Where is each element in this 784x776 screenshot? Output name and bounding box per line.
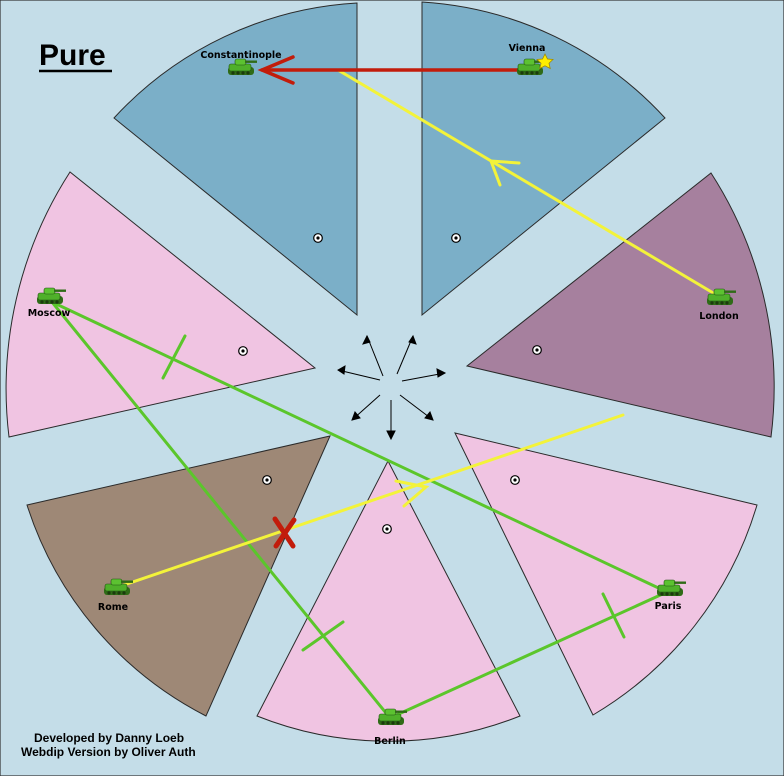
label-paris: Paris	[655, 601, 682, 612]
label-vienna: Vienna	[509, 43, 546, 54]
supply-center-moscow	[238, 346, 248, 356]
label-rome: Rome	[98, 602, 128, 613]
territory-berlin[interactable]	[256, 459, 521, 742]
order-move-london-constantinople	[336, 68, 722, 299]
territory-london[interactable]	[465, 172, 775, 438]
credit-developer: Developed by Danny Loeb	[34, 731, 184, 745]
compass-arrows	[337, 334, 447, 441]
order-support-moscow-berlin	[50, 300, 392, 720]
territory-vienna[interactable]	[421, 1, 666, 317]
credit-webdip: Webdip Version by Oliver Auth	[21, 745, 196, 759]
supply-center-vienna	[451, 233, 461, 243]
supply-center-berlin	[382, 524, 392, 534]
label-london: London	[699, 311, 739, 322]
territory-constantinople[interactable]	[113, 2, 358, 317]
failed-move-x-icon	[272, 516, 297, 549]
label-moscow: Moscow	[28, 308, 71, 319]
territory-paris[interactable]	[454, 432, 758, 716]
territory-rome[interactable]	[26, 435, 331, 717]
supply-center-paris	[510, 475, 520, 485]
order-move-rome-paris	[116, 413, 625, 589]
territory-moscow[interactable]	[5, 171, 317, 438]
map-title: Pure	[39, 39, 106, 72]
order-support-berlin-paris	[388, 590, 669, 720]
label-constantinople: Constantinople	[200, 50, 281, 61]
order-move-vienna-constantinople	[257, 55, 524, 85]
order-support-moscow-paris	[50, 300, 669, 594]
label-berlin: Berlin	[374, 736, 406, 747]
supply-center-london	[532, 345, 542, 355]
supply-center-rome	[262, 475, 272, 485]
star-icon	[536, 53, 554, 70]
supply-center-constantinople	[313, 233, 323, 243]
